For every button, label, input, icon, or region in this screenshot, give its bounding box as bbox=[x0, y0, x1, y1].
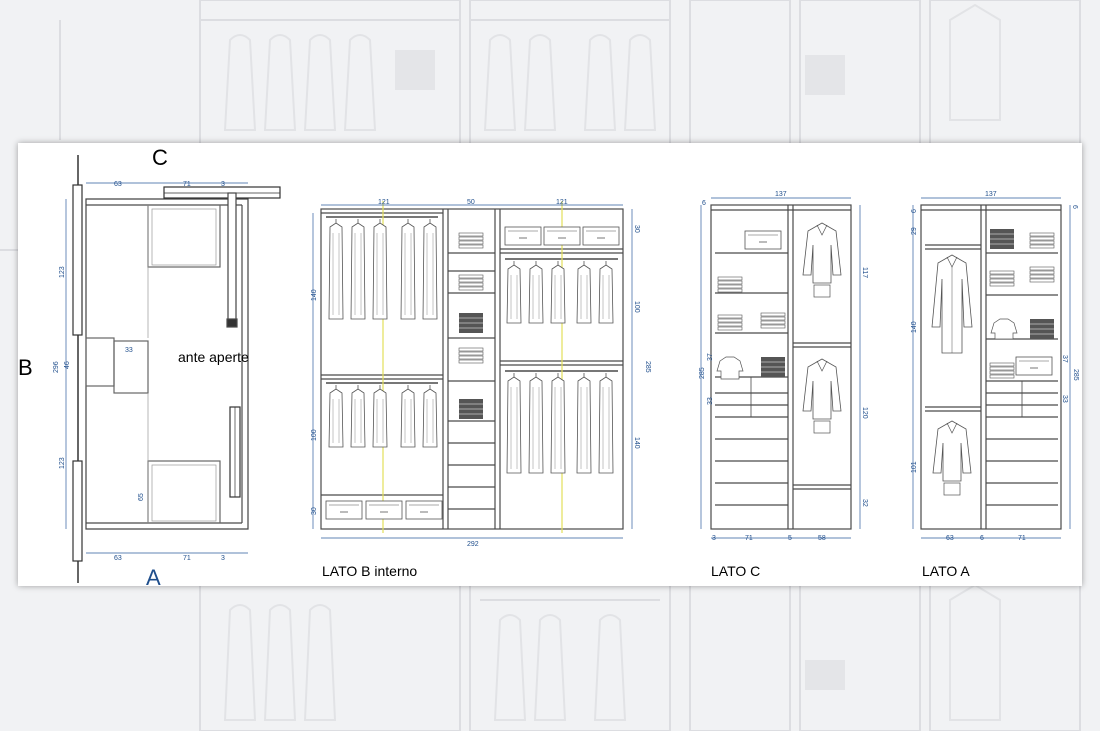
dim-c-bottom-left: 3 bbox=[712, 535, 716, 542]
doors-open-note: ante aperte bbox=[178, 349, 249, 365]
dim-c-33: 33 bbox=[707, 397, 714, 405]
elevation-lato-b: 121 50 121 292 140 100 30 30 100 140 285… bbox=[311, 199, 651, 579]
dim-b-right-lower: 140 bbox=[633, 437, 640, 449]
label-side-b: B bbox=[18, 355, 33, 380]
plan-view bbox=[72, 155, 281, 583]
dim-a-101: 101 bbox=[911, 461, 918, 473]
dim-plan-foot: 65 bbox=[138, 493, 145, 501]
dim-b-left-lower: 100 bbox=[311, 429, 318, 441]
label-lato-b: LATO B interno bbox=[322, 563, 417, 579]
dim-a-top: 6 bbox=[1071, 205, 1078, 209]
dim-a-140: 140 bbox=[911, 321, 918, 333]
dim-plan-side-mid: 46 bbox=[64, 361, 71, 369]
dim-c-bottom-right: 58 bbox=[818, 535, 826, 542]
dim-plan-top-end: 3 bbox=[221, 181, 225, 188]
dim-a-total: 285 bbox=[1072, 369, 1079, 381]
dim-plan-bottom-end: 3 bbox=[221, 555, 225, 562]
dim-plan-bottom-right: 71 bbox=[183, 555, 191, 562]
dim-a-37: 37 bbox=[1061, 355, 1068, 363]
dim-a-bottom-gap: 6 bbox=[980, 535, 984, 542]
label-lato-a: LATO A bbox=[922, 563, 970, 579]
dim-b-right-mid: 100 bbox=[633, 301, 640, 313]
dim-a-bottom-left: 63 bbox=[946, 535, 954, 542]
dim-b-right-total: 285 bbox=[644, 361, 651, 373]
dim-plan-top-left: 63 bbox=[114, 181, 122, 188]
dim-c-width-total: 137 bbox=[775, 191, 787, 198]
dim-c-37: 37 bbox=[707, 353, 714, 361]
dim-a-29: 29 bbox=[911, 227, 918, 235]
label-lato-c: LATO C bbox=[711, 563, 760, 579]
dim-plan-side-top: 123 bbox=[59, 266, 66, 278]
dim-b-width-mid: 50 bbox=[467, 199, 475, 206]
dim-b-width-left: 121 bbox=[378, 199, 390, 206]
dim-c-32: 32 bbox=[861, 499, 868, 507]
dim-a-width-total: 137 bbox=[985, 191, 997, 198]
dim-b-right-top: 30 bbox=[633, 225, 640, 233]
dim-b-total: 292 bbox=[467, 541, 479, 548]
dim-a-33: 33 bbox=[1061, 395, 1068, 403]
dim-b-left-base: 30 bbox=[311, 507, 318, 515]
dim-plan-bottom-left: 63 bbox=[114, 555, 122, 562]
dim-a-top-left: 6 bbox=[911, 209, 918, 213]
plan-dimensions bbox=[65, 182, 248, 554]
dim-plan-top-right: 71 bbox=[183, 181, 191, 188]
drawing-card: 63 71 3 63 71 3 123 46 296 123 33 65 C B… bbox=[18, 143, 1082, 586]
dim-b-left-upper: 140 bbox=[311, 289, 318, 301]
wardrobe-drawing: 63 71 3 63 71 3 123 46 296 123 33 65 C B… bbox=[18, 145, 1079, 586]
dim-c-top: 6 bbox=[702, 200, 706, 207]
dim-c-height-total: 285 bbox=[699, 367, 706, 379]
dim-plan-inner: 33 bbox=[125, 347, 133, 354]
dim-c-120: 120 bbox=[861, 407, 868, 419]
dim-c-bottom-mid-left: 71 bbox=[745, 535, 753, 542]
label-side-a: A bbox=[146, 565, 161, 586]
dim-b-width-right: 121 bbox=[556, 199, 568, 206]
dim-c-117: 117 bbox=[861, 267, 868, 278]
elevation-lato-c: 137 6 3 71 5 58 285 37 33 117 120 32 LAT… bbox=[699, 191, 868, 579]
dim-c-bottom-gap: 5 bbox=[788, 535, 792, 542]
dim-plan-side-bottom: 123 bbox=[59, 457, 66, 469]
elevation-lato-a: 137 6 6 29 140 101 63 6 71 37 33 285 LAT… bbox=[911, 191, 1079, 579]
label-side-c: C bbox=[152, 145, 168, 170]
dim-a-bottom-right: 71 bbox=[1018, 535, 1026, 542]
dim-plan-side-total: 296 bbox=[53, 361, 60, 373]
